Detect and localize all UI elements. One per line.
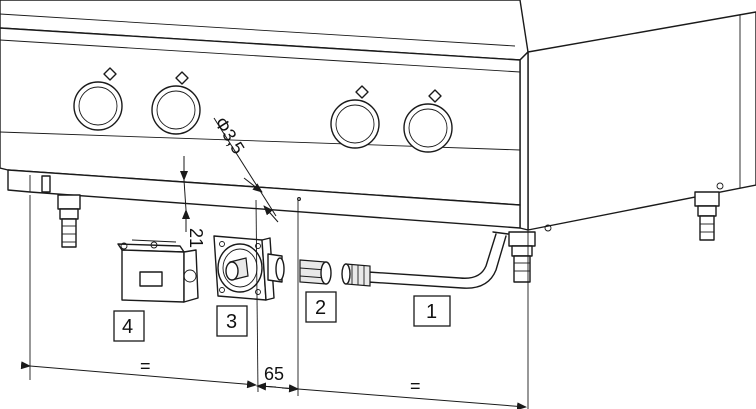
knob-1 xyxy=(73,67,123,131)
fitting-nut xyxy=(299,259,332,285)
foot-bracket xyxy=(41,175,51,193)
gas-regulator xyxy=(213,235,285,301)
knob-indicator-icon xyxy=(103,67,117,81)
gas-pipe xyxy=(341,231,509,289)
equal-span-left: = xyxy=(140,356,151,376)
part-label-1: 1 xyxy=(413,295,451,327)
appliance-body xyxy=(0,0,756,231)
foot-back-right xyxy=(694,191,720,241)
foot-front-right xyxy=(508,231,536,283)
foot-left xyxy=(57,194,81,248)
knob-indicator-icon xyxy=(355,85,369,99)
part-number: 3 xyxy=(226,311,237,333)
knob-indicator-icon xyxy=(175,71,189,85)
part-number: 2 xyxy=(315,297,326,319)
side-panel xyxy=(527,11,756,231)
part-number: 1 xyxy=(426,301,437,323)
knob-3 xyxy=(330,85,380,149)
part-label-2: 2 xyxy=(305,291,337,323)
part-label-4: 4 xyxy=(113,310,145,342)
offset-dimension: 65 xyxy=(264,364,284,384)
part-number: 4 xyxy=(122,316,133,338)
electrical-box xyxy=(117,239,199,303)
appliance-feet xyxy=(41,175,724,283)
control-knobs xyxy=(73,67,453,153)
knob-indicator-icon xyxy=(428,89,442,103)
knob-2 xyxy=(151,71,201,135)
bottom-rim xyxy=(7,169,521,229)
knob-4 xyxy=(403,89,453,153)
part-label-3: 3 xyxy=(216,305,248,337)
dimension-lines xyxy=(20,117,529,409)
equal-span-right: = xyxy=(410,376,421,396)
depth-dimension: 21 xyxy=(186,228,206,248)
